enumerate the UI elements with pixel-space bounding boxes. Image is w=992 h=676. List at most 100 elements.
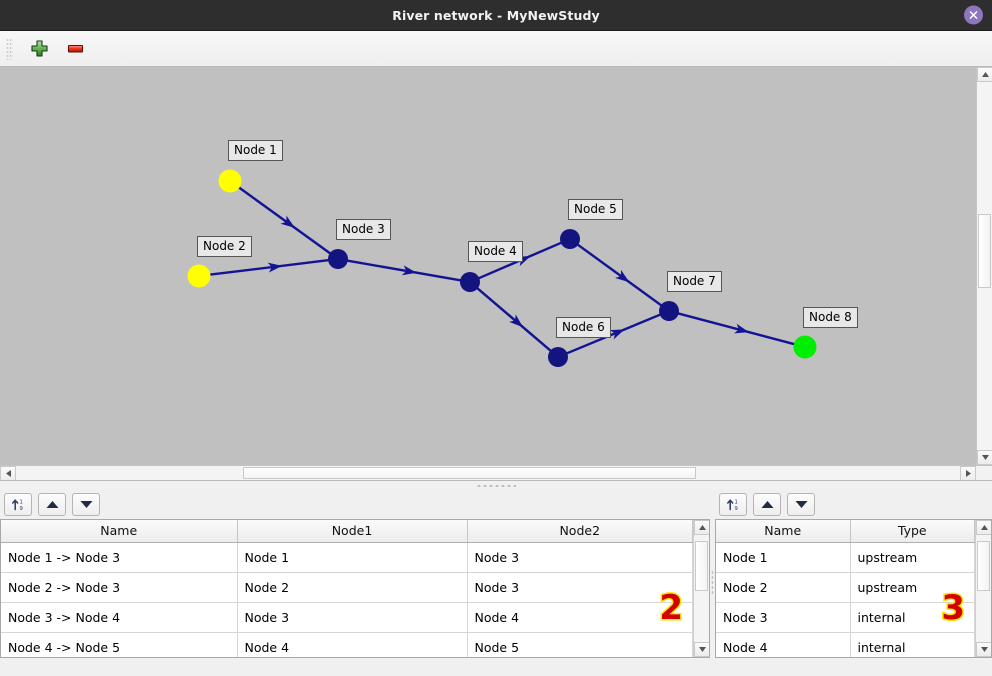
edge-Node3-to-Node4[interactable] bbox=[346, 259, 462, 282]
node-cell[interactable]: upstream bbox=[850, 542, 975, 573]
node-label-node-2[interactable]: Node 2 bbox=[197, 236, 252, 257]
canvas-hscroll-track[interactable] bbox=[16, 466, 960, 480]
delete-node-button[interactable] bbox=[62, 36, 88, 62]
toolbar-grip[interactable] bbox=[6, 37, 13, 60]
node-cell[interactable]: upstream bbox=[850, 572, 975, 603]
reach-vscroll-thumb[interactable] bbox=[695, 541, 708, 591]
graph-node-node-4[interactable] bbox=[460, 272, 480, 292]
node-vscroll-track[interactable] bbox=[976, 535, 991, 642]
reach-cell[interactable]: Node 3 bbox=[237, 602, 468, 633]
node-label-node-1[interactable]: Node 1 bbox=[228, 140, 283, 161]
node-cell[interactable]: Node 4 bbox=[716, 632, 851, 657]
graph-node-node-5[interactable] bbox=[560, 229, 580, 249]
node-scroll-up-button[interactable] bbox=[976, 520, 991, 535]
node-cell[interactable]: Node 1 bbox=[716, 542, 851, 573]
close-button[interactable] bbox=[964, 5, 983, 25]
node-column-header[interactable]: Name bbox=[716, 520, 851, 543]
node-cell[interactable]: Node 3 bbox=[716, 602, 851, 633]
node-cell[interactable]: Node 2 bbox=[716, 572, 851, 603]
canvas-horizontal-scrollbar[interactable] bbox=[0, 465, 992, 481]
node-table-vertical-scrollbar[interactable] bbox=[975, 520, 991, 657]
node-column-header[interactable]: Type bbox=[850, 520, 975, 543]
scroll-left-button[interactable] bbox=[0, 466, 16, 481]
edge-Node7-to-Node8[interactable] bbox=[677, 312, 796, 346]
node-label-node-8[interactable]: Node 8 bbox=[803, 307, 858, 328]
arrow-up-icon bbox=[46, 501, 58, 508]
graph-node-node-8[interactable] bbox=[793, 335, 817, 359]
edge-arrow-icon bbox=[509, 314, 524, 328]
reach-cell[interactable]: Node 4 bbox=[237, 632, 468, 657]
node-scroll-down-button[interactable] bbox=[976, 642, 991, 657]
reach-move-down-button[interactable] bbox=[72, 493, 100, 516]
edge-Node6-to-Node7[interactable] bbox=[565, 313, 662, 355]
node-label-node-3[interactable]: Node 3 bbox=[336, 219, 391, 240]
reach-cell[interactable]: Node 3 -> Node 4 bbox=[1, 602, 238, 633]
node-sort-button[interactable]: 1 9 bbox=[719, 493, 747, 516]
edges-layer bbox=[209, 186, 796, 355]
reach-table-vertical-scrollbar[interactable] bbox=[693, 520, 709, 657]
graph-node-node-1[interactable] bbox=[218, 169, 242, 193]
reach-cell[interactable]: Node 4 -> Node 5 bbox=[1, 632, 238, 657]
scroll-down-button[interactable] bbox=[977, 450, 992, 465]
canvas-vscroll-thumb[interactable] bbox=[978, 214, 991, 289]
edge-Node1-to-Node3[interactable] bbox=[237, 186, 332, 255]
edge-Node5-to-Node7[interactable] bbox=[576, 243, 663, 307]
edge-arrow-icon bbox=[734, 323, 749, 334]
reach-cell[interactable]: Node 3 bbox=[467, 542, 693, 573]
canvas-vscroll-track[interactable] bbox=[977, 82, 992, 450]
add-node-button[interactable] bbox=[26, 36, 52, 62]
reach-cell[interactable]: Node 3 bbox=[467, 572, 693, 603]
reach-column-header[interactable]: Node1 bbox=[237, 520, 468, 543]
reach-cell[interactable]: Node 4 bbox=[467, 602, 693, 633]
reach-cell[interactable]: Node 2 bbox=[237, 572, 468, 603]
edge-Node2-to-Node3[interactable] bbox=[209, 258, 330, 276]
reach-column-header[interactable]: Name bbox=[1, 520, 238, 543]
reach-move-up-button[interactable] bbox=[38, 493, 66, 516]
node-label-node-5[interactable]: Node 5 bbox=[568, 199, 623, 220]
node-label-node-4[interactable]: Node 4 bbox=[468, 241, 523, 262]
reach-sort-button[interactable]: 1 9 bbox=[4, 493, 32, 516]
reach-scroll-up-button[interactable] bbox=[694, 520, 709, 535]
graph-node-node-2[interactable] bbox=[187, 264, 211, 288]
node-label-node-6[interactable]: Node 6 bbox=[556, 317, 611, 338]
node-label-node-7[interactable]: Node 7 bbox=[667, 271, 722, 292]
graph-node-node-3[interactable] bbox=[328, 249, 348, 269]
reach-column-header[interactable]: Node2 bbox=[467, 520, 693, 543]
graph-node-node-6[interactable] bbox=[548, 347, 568, 367]
node-cell[interactable]: internal bbox=[850, 602, 975, 633]
reach-cell[interactable]: Node 2 -> Node 3 bbox=[1, 572, 238, 603]
horizontal-splitter[interactable] bbox=[0, 480, 992, 490]
reach-cell[interactable]: Node 1 bbox=[237, 542, 468, 573]
reach-cell[interactable]: Node 5 bbox=[467, 632, 693, 657]
node-cell[interactable]: internal bbox=[850, 632, 975, 657]
node-move-up-button[interactable] bbox=[753, 493, 781, 516]
reach-scroll-down-button[interactable] bbox=[694, 642, 709, 657]
scroll-right-button[interactable] bbox=[960, 466, 976, 481]
canvas-hscroll-thumb[interactable] bbox=[242, 467, 696, 479]
network-canvas[interactable]: Node 1 Node 2 Node 3 Node 4 Node 5 Node 6 Node… bbox=[0, 67, 976, 465]
triangle-up-icon bbox=[980, 525, 988, 530]
vertical-splitter[interactable] bbox=[710, 490, 715, 676]
scroll-up-button[interactable] bbox=[977, 67, 992, 82]
reach-vscroll-track[interactable] bbox=[694, 535, 709, 642]
node-vscroll-thumb[interactable] bbox=[977, 541, 990, 591]
canvas-vertical-scrollbar[interactable] bbox=[976, 67, 992, 465]
graph-node-node-7[interactable] bbox=[659, 301, 679, 321]
node-move-down-button[interactable] bbox=[787, 493, 815, 516]
reach-cell[interactable]: Node 1 -> Node 3 bbox=[1, 542, 238, 573]
edge-Node4-to-Node6[interactable] bbox=[476, 286, 552, 353]
